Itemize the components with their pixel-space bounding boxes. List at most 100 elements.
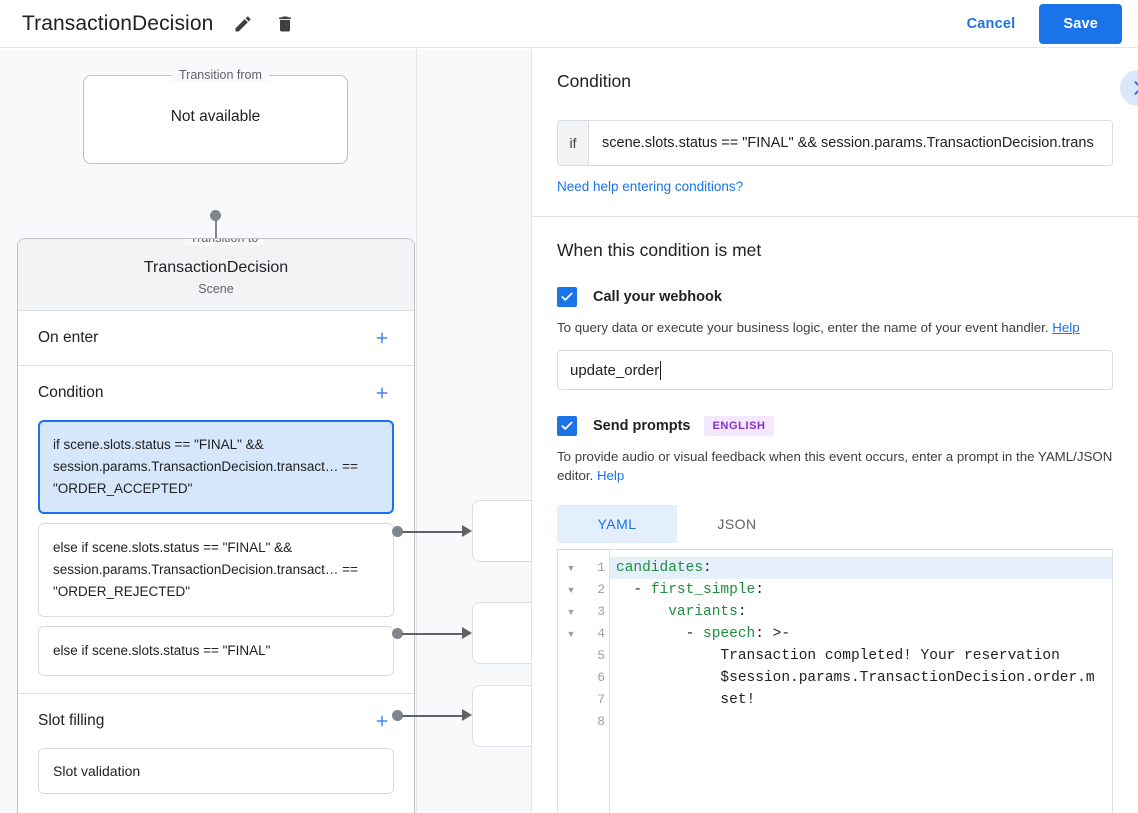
save-button[interactable]: Save <box>1039 3 1122 44</box>
transition-from-value: Not available <box>170 108 261 125</box>
code-token: - <box>616 626 704 642</box>
target-stub-box-0[interactable] <box>472 500 531 562</box>
condition-list: if scene.slots.status == "FINAL" && sess… <box>38 420 394 693</box>
code-line[interactable]: - first_simple: <box>610 579 1112 601</box>
connector-line-from-to <box>215 215 217 253</box>
section-condition-title: Condition <box>38 384 104 401</box>
code-line[interactable]: Transaction completed! Your reservation <box>610 645 1112 667</box>
connector-arrow-condition-0 <box>462 525 472 537</box>
line-number: 7 <box>597 692 605 707</box>
code-token: first_simple <box>650 582 756 598</box>
call-webhook-row: Call your webhook <box>557 287 1113 307</box>
condition-item-1[interactable]: else if scene.slots.status == "FINAL" &&… <box>38 523 394 617</box>
connector-dot-condition-1 <box>392 628 403 639</box>
fold-toggle-icon[interactable]: ▼ <box>566 563 576 573</box>
scene-flow-canvas[interactable]: Transition from Not available Transition… <box>0 49 531 813</box>
call-webhook-description-text: To query data or execute your business l… <box>557 320 1049 335</box>
condition-details-panel: Condition if Need help entering conditio… <box>531 49 1138 813</box>
fold-toggle-icon[interactable]: ▼ <box>566 607 576 617</box>
cancel-button[interactable]: Cancel <box>955 7 1028 41</box>
call-webhook-label: Call your webhook <box>593 289 722 305</box>
tab-json[interactable]: JSON <box>717 516 757 532</box>
target-stub-box-2[interactable] <box>472 685 531 747</box>
code-token: : <box>737 604 747 620</box>
fold-spacer <box>558 645 584 667</box>
canvas-column-rail <box>416 49 417 813</box>
connector-line-condition-1 <box>402 633 464 635</box>
trash-icon[interactable] <box>273 12 297 36</box>
code-line[interactable]: - speech: >- <box>610 623 1112 645</box>
tab-yaml[interactable]: YAML <box>557 505 677 543</box>
line-number: 6 <box>597 670 605 685</box>
code-line[interactable]: $session.params.TransactionDecision.orde… <box>610 667 1112 689</box>
need-help-conditions-link[interactable]: Need help entering conditions? <box>557 179 744 194</box>
condition-item-0[interactable]: if scene.slots.status == "FINAL" && sess… <box>38 420 394 514</box>
editor-format-tabs: YAML JSON <box>557 505 1113 543</box>
call-webhook-checkbox[interactable] <box>557 287 577 307</box>
prompts-help-link[interactable]: Help <box>596 468 625 483</box>
add-on-enter-plus-icon[interactable] <box>370 326 394 350</box>
line-number: 8 <box>597 714 605 729</box>
section-on-enter-head: On enter <box>38 311 394 365</box>
code-token: speech <box>703 626 756 642</box>
slot-validation-item[interactable]: Slot validation <box>38 748 394 794</box>
section-slot-filling-title: Slot filling <box>38 712 105 729</box>
connector-arrow-condition-1 <box>462 627 472 639</box>
code-token: : <box>755 582 764 598</box>
code-token: Transaction completed! Your reservation <box>616 648 1060 664</box>
line-number: 3 <box>597 604 605 619</box>
code-line[interactable]: set! <box>610 689 1112 711</box>
panel-condition-heading: Condition <box>557 71 631 91</box>
code-line[interactable]: candidates: <box>610 557 1112 579</box>
scene-header: TransactionDecision Scene <box>18 239 414 311</box>
transition-to-card[interactable]: Transition to TransactionDecision Scene … <box>17 238 415 813</box>
page-title: TransactionDecision <box>22 11 214 35</box>
code-token: candidates <box>616 560 704 576</box>
connector-line-condition-2 <box>402 715 464 717</box>
send-prompts-description-text: To provide audio or visual feedback when… <box>557 449 1113 483</box>
send-prompts-row: Send prompts ENGLISH <box>557 416 1113 436</box>
fold-toggle-icon[interactable]: ▼ <box>566 585 576 595</box>
section-condition: Condition if scene.slots.status == "FINA… <box>18 366 414 694</box>
condition-expression-input[interactable] <box>589 121 1112 165</box>
chevron-right-icon[interactable] <box>1120 70 1138 106</box>
section-on-enter-title: On enter <box>38 329 99 346</box>
section-condition-head: Condition <box>38 366 394 420</box>
add-condition-plus-icon[interactable] <box>370 381 394 405</box>
pencil-icon[interactable] <box>231 12 255 36</box>
code-line[interactable]: variants: <box>610 601 1112 623</box>
text-caret <box>660 360 662 380</box>
target-stub-box-1[interactable] <box>472 602 531 664</box>
code-token <box>616 604 668 620</box>
condition-expression-row[interactable]: if <box>557 120 1113 166</box>
panel-when-met-section: When this condition is met Call your web… <box>532 217 1138 813</box>
code-token: variants <box>668 604 738 620</box>
section-slot-filling-head: Slot filling <box>38 694 394 748</box>
code-token: $session.params.TransactionDecision.orde… <box>616 670 1095 686</box>
section-on-enter: On enter <box>18 311 414 366</box>
webhook-handler-input[interactable]: update_order <box>557 350 1113 390</box>
editor-code-area[interactable]: candidates: - first_simple: variants: - … <box>610 550 1112 813</box>
line-number: 5 <box>597 648 605 663</box>
connector-line-condition-0 <box>402 531 464 533</box>
send-prompts-checkbox[interactable] <box>557 416 577 436</box>
connector-dot-condition-0 <box>392 526 403 537</box>
code-token: - <box>616 582 651 598</box>
fold-spacer <box>558 667 584 689</box>
transition-from-legend: Transition from <box>172 68 269 82</box>
editor-fold-column: ▼ ▼ ▼ ▼ <box>558 550 584 813</box>
code-line[interactable] <box>610 711 1112 733</box>
transition-from-card[interactable]: Transition from Not available <box>83 68 348 164</box>
fold-toggle-icon[interactable]: ▼ <box>566 629 576 639</box>
send-prompts-description: To provide audio or visual feedback when… <box>557 447 1113 485</box>
add-slot-filling-plus-icon[interactable] <box>370 709 394 733</box>
condition-item-2[interactable]: else if scene.slots.status == "FINAL" <box>38 626 394 676</box>
panel-condition-section: Condition if Need help entering conditio… <box>532 49 1138 217</box>
call-webhook-description: To query data or execute your business l… <box>557 318 1113 337</box>
code-token: set! <box>616 692 756 708</box>
webhook-help-link[interactable]: Help <box>1052 320 1080 335</box>
connector-dot-condition-2 <box>392 710 403 721</box>
top-app-bar: TransactionDecision Cancel Save <box>0 0 1138 48</box>
scene-name: TransactionDecision <box>143 259 289 276</box>
